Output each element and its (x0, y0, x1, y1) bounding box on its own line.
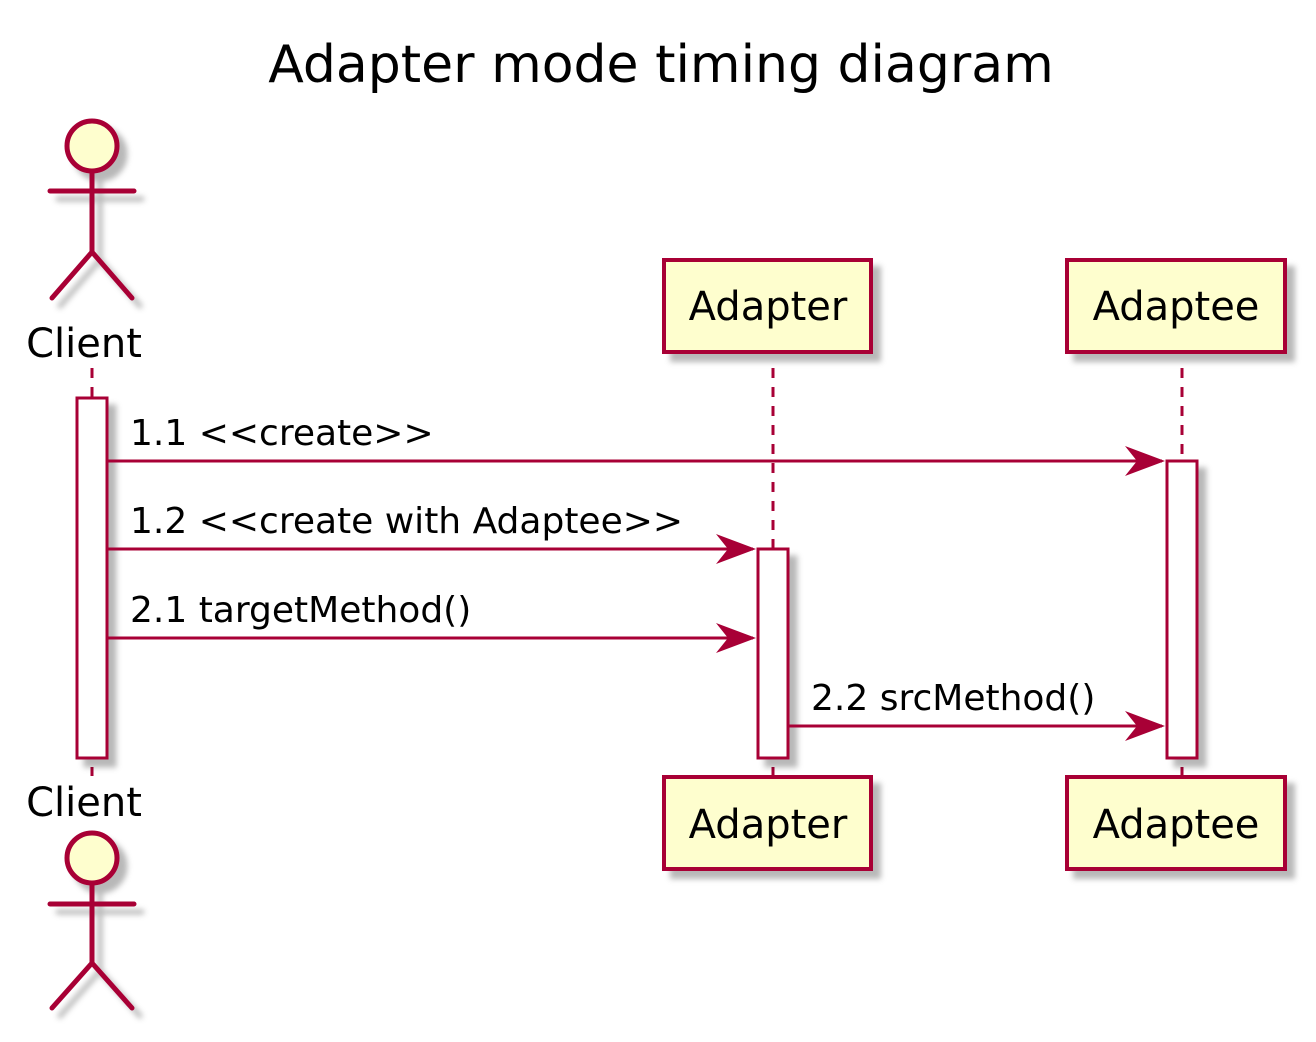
message-1-1: 1.1 <<create>> (107, 413, 1165, 476)
diagram-title: Adapter mode timing diagram (268, 35, 1053, 95)
participant-box-adaptee-top (1065, 258, 1287, 354)
arrowhead-icon (716, 623, 756, 653)
message-2-1: 2.1 targetMethod() (107, 590, 756, 653)
arrowhead-icon (1125, 711, 1165, 741)
participant-label-adaptee-bottom: Adaptee (1093, 802, 1260, 848)
message-label: 1.2 <<create with Adaptee>> (130, 501, 683, 542)
participant-label-adapter-top: Adapter (689, 284, 848, 330)
participant-label-client-bottom: Client (26, 780, 142, 826)
actor-client-top (47, 118, 137, 301)
activation-client (75, 396, 109, 760)
arrowhead-icon (716, 534, 756, 564)
activation-adapter (756, 547, 790, 760)
participant-box-adapter-top (662, 258, 873, 354)
message-label: 2.2 srcMethod() (811, 678, 1095, 719)
participant-box-adaptee-bottom (1065, 775, 1287, 871)
actor-head-icon (64, 118, 120, 174)
message-label: 2.1 targetMethod() (130, 590, 471, 631)
activation-adaptee (1165, 459, 1199, 760)
message-label: 1.1 <<create>> (130, 413, 434, 454)
participant-box-adapter-bottom (662, 775, 873, 871)
message-2-2: 2.2 srcMethod() (788, 678, 1165, 741)
actor-head-icon (64, 830, 120, 886)
actor-client-bottom (47, 830, 137, 1011)
participant-label-client-top: Client (26, 321, 142, 367)
participant-label-adaptee-top: Adaptee (1093, 284, 1260, 330)
message-1-2: 1.2 <<create with Adaptee>> (107, 501, 756, 564)
activations (75, 396, 1199, 760)
participant-label-adapter-bottom: Adapter (689, 802, 848, 848)
arrowhead-icon (1125, 446, 1165, 476)
